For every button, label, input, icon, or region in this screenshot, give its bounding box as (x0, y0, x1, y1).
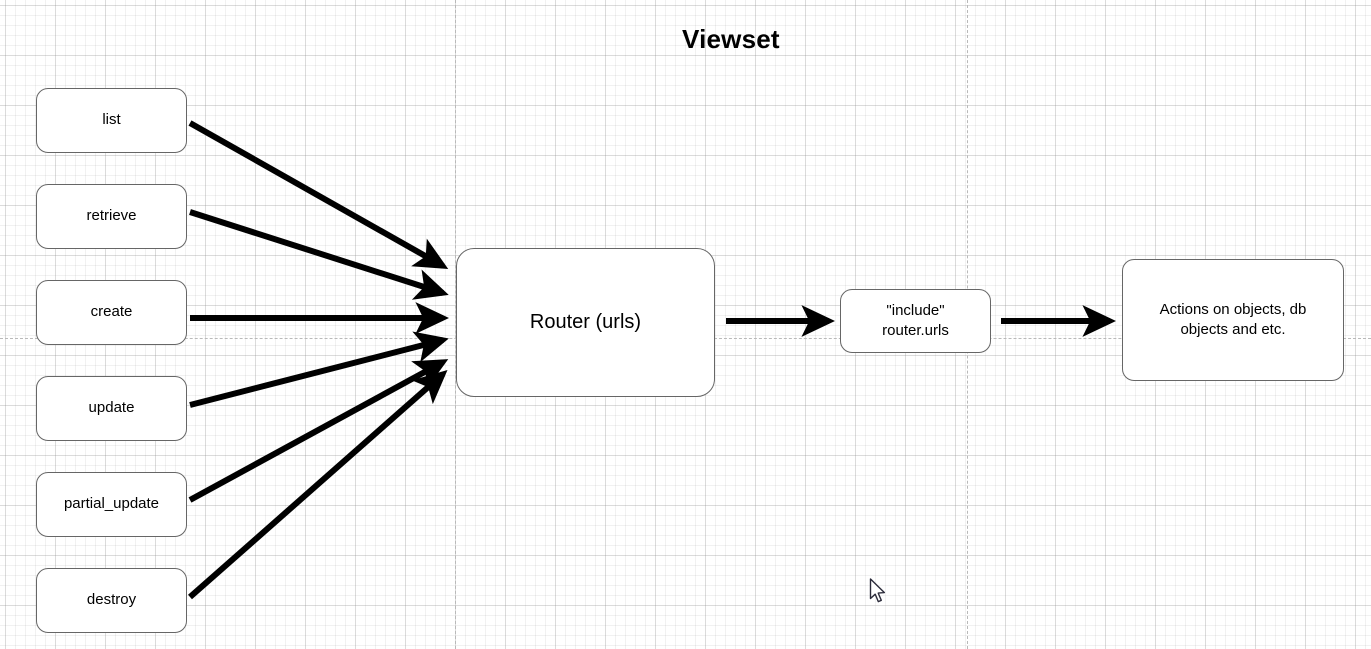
edge-retrieve-to-router (189, 209, 449, 300)
node-list[interactable]: list (36, 88, 187, 153)
node-partial-update[interactable]: partial_update (36, 472, 187, 537)
node-include-line2: router.urls (882, 322, 949, 339)
edge-destroy-to-router (188, 370, 448, 600)
node-list-label: list (102, 111, 121, 129)
diagram-title: Viewset (682, 24, 780, 54)
node-router[interactable]: Router (urls) (456, 248, 715, 397)
node-router-label: Router (urls) (529, 311, 642, 333)
node-update[interactable]: update (36, 376, 187, 441)
node-actions-on-objects-label: Actions on objects, db objects and etc. (1159, 300, 1307, 338)
edge-list-to-router (188, 120, 449, 269)
node-update-label: update (88, 399, 135, 417)
edge-partial-update-to-router (188, 359, 449, 503)
edge-update-to-router (189, 331, 449, 408)
node-retrieve-label: retrieve (86, 207, 137, 225)
node-include-line1: "include" (886, 301, 945, 319)
node-actions-on-objects[interactable]: Actions on objects, db objects and etc. (1122, 259, 1344, 381)
node-destroy-label: destroy (86, 591, 137, 609)
node-include[interactable]: "include" router.urls (840, 289, 991, 353)
node-create-label: create (90, 303, 133, 321)
node-destroy[interactable]: destroy (36, 568, 187, 633)
node-retrieve[interactable]: retrieve (36, 184, 187, 249)
node-create[interactable]: create (36, 280, 187, 345)
mouse-pointer-icon (869, 578, 886, 603)
node-partial-update-label: partial_update (63, 495, 160, 513)
